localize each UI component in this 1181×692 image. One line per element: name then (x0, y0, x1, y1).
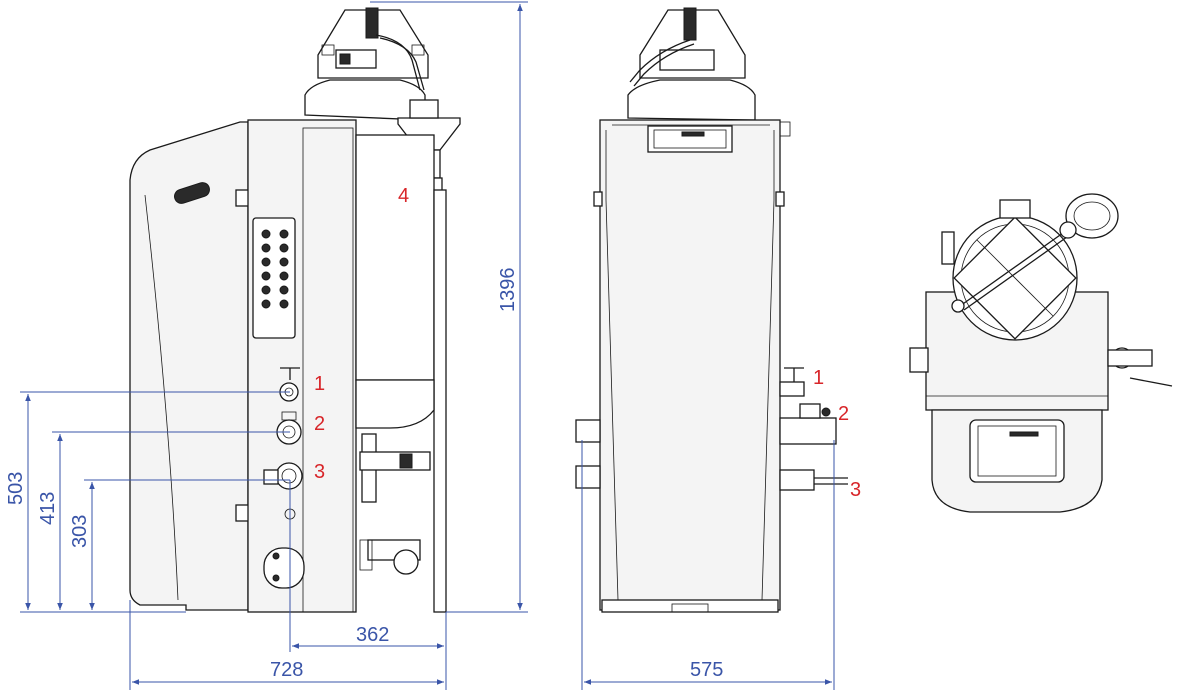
top-view (909, 193, 1173, 513)
callout-side-1: 1 (314, 373, 325, 395)
dimension-height-503: 503 (5, 472, 27, 505)
dimension-height-413: 413 (37, 492, 59, 525)
dimension-lines-front (581, 440, 835, 690)
dimension-height-303: 303 (69, 515, 91, 548)
callout-side-4: 4 (398, 185, 409, 207)
dimension-lines-side (20, 1, 528, 690)
side-view (129, 7, 461, 613)
callout-front-1: 1 (813, 367, 824, 389)
panel-holes (261, 229, 289, 309)
callout-side-3: 3 (314, 461, 325, 483)
callout-front-2: 2 (838, 403, 849, 425)
dimension-depth-728: 728 (270, 659, 303, 681)
callout-side-2: 2 (314, 413, 325, 435)
dimension-height-total: 1396 (497, 268, 519, 313)
dimension-depth-362: 362 (356, 624, 389, 646)
callout-front-3: 3 (850, 479, 861, 501)
dimension-width-575: 575 (690, 659, 723, 681)
front-view (575, 7, 848, 613)
